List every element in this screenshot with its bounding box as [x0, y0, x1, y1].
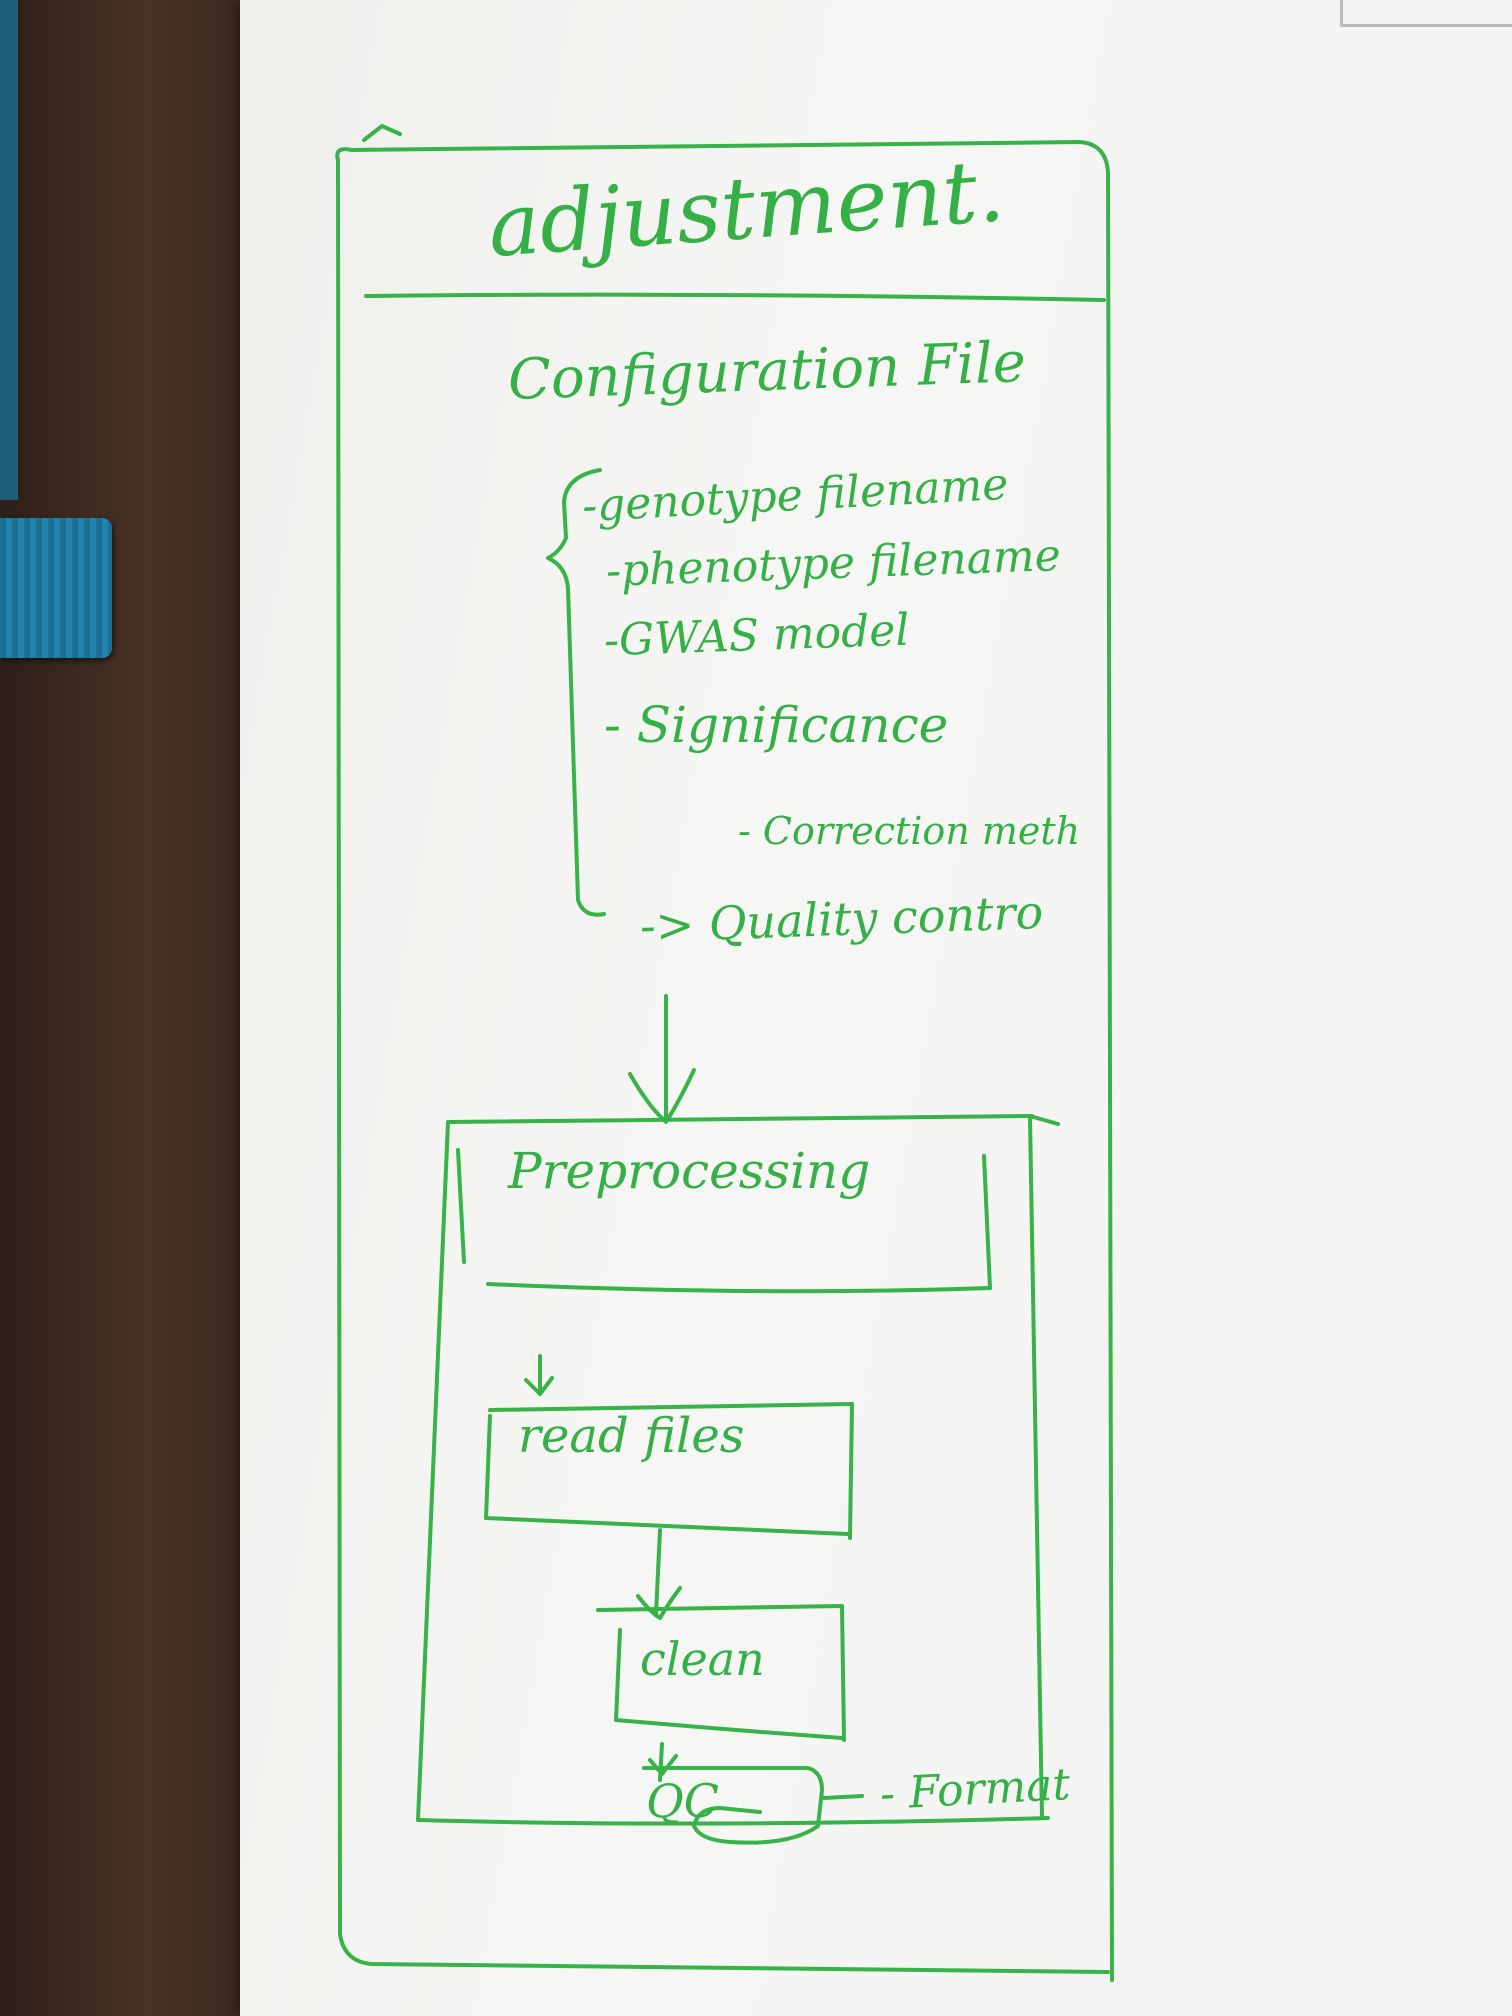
read-box [484, 1402, 854, 1540]
qc-format-note: - Format [878, 1759, 1072, 1820]
title-divider [364, 292, 1106, 302]
qc-box [642, 1766, 824, 1845]
arrow-to-read [524, 1354, 554, 1396]
config-item-significance: - Significance [604, 696, 949, 754]
outer-frame [335, 140, 1114, 1982]
pre-box [456, 1148, 992, 1294]
qc-to-format-connector [822, 1794, 864, 1800]
config-brace [546, 468, 606, 917]
inner-frame-tick [1028, 1114, 1060, 1126]
frame-start-mark [362, 124, 402, 142]
config-item-quality-control: -> Quality contro [639, 884, 1045, 954]
paper-sheet [240, 0, 1512, 2016]
step-read-files: read files [518, 1408, 745, 1464]
inner-frame [416, 1114, 1050, 1826]
paper-corner-mark [1340, 0, 1512, 27]
step-qc: QC [646, 1774, 719, 1828]
folder-edge [0, 0, 18, 500]
step-preprocessing: Preprocessing [508, 1142, 871, 1200]
clean-box [596, 1604, 846, 1742]
arrow-to-clean [636, 1528, 682, 1620]
config-item-correction: - Correction meth [738, 809, 1081, 853]
arrow-config-to-pre-head [628, 1068, 696, 1124]
config-item-gwas-model: -GWAS model [603, 604, 911, 667]
arrow-to-qc [648, 1742, 678, 1782]
blue-fabric-tab [0, 518, 112, 658]
step-clean: clean [640, 1632, 765, 1686]
